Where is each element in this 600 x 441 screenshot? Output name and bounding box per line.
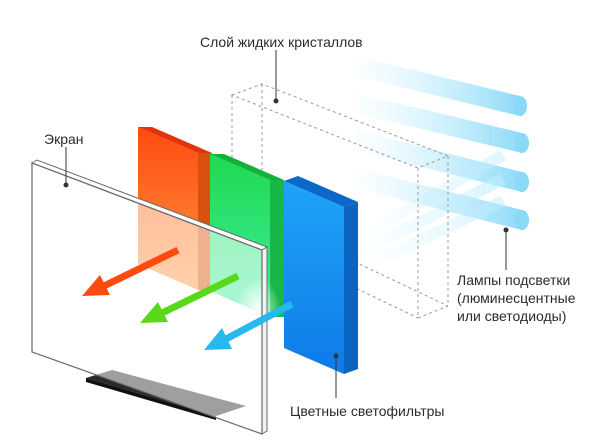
callout-dot-icon [273,98,279,104]
backlight-label-line2: (люминесцентные [457,290,576,306]
lamp-tube [355,93,529,153]
callout-dot-icon [503,227,509,233]
callout-dot-icon [333,353,339,359]
arrow-icon [204,328,232,350]
lamp-tube [355,56,527,116]
backlight-label-line3: или светодиоды) [457,308,566,324]
light-beams [360,150,506,272]
green-light-arrow [140,272,240,323]
backlight-label-line1: Лампы подсветки [457,272,570,288]
blue-color-filter [284,176,358,374]
red-light-arrow [82,246,180,296]
arrow-icon [82,275,110,296]
screen-label: Экран [44,131,84,147]
callout-dot-icon [63,182,69,188]
lamp-tube [355,130,529,192]
liquid-crystal-layer-label: Слой жидких кристаллов [200,34,363,50]
blue-light-arrow [204,300,294,350]
screen-panel [30,159,269,435]
color-filters-label: Цветные светофильтры [290,403,444,419]
callout-lines [63,50,509,398]
arrow-icon [140,302,168,323]
